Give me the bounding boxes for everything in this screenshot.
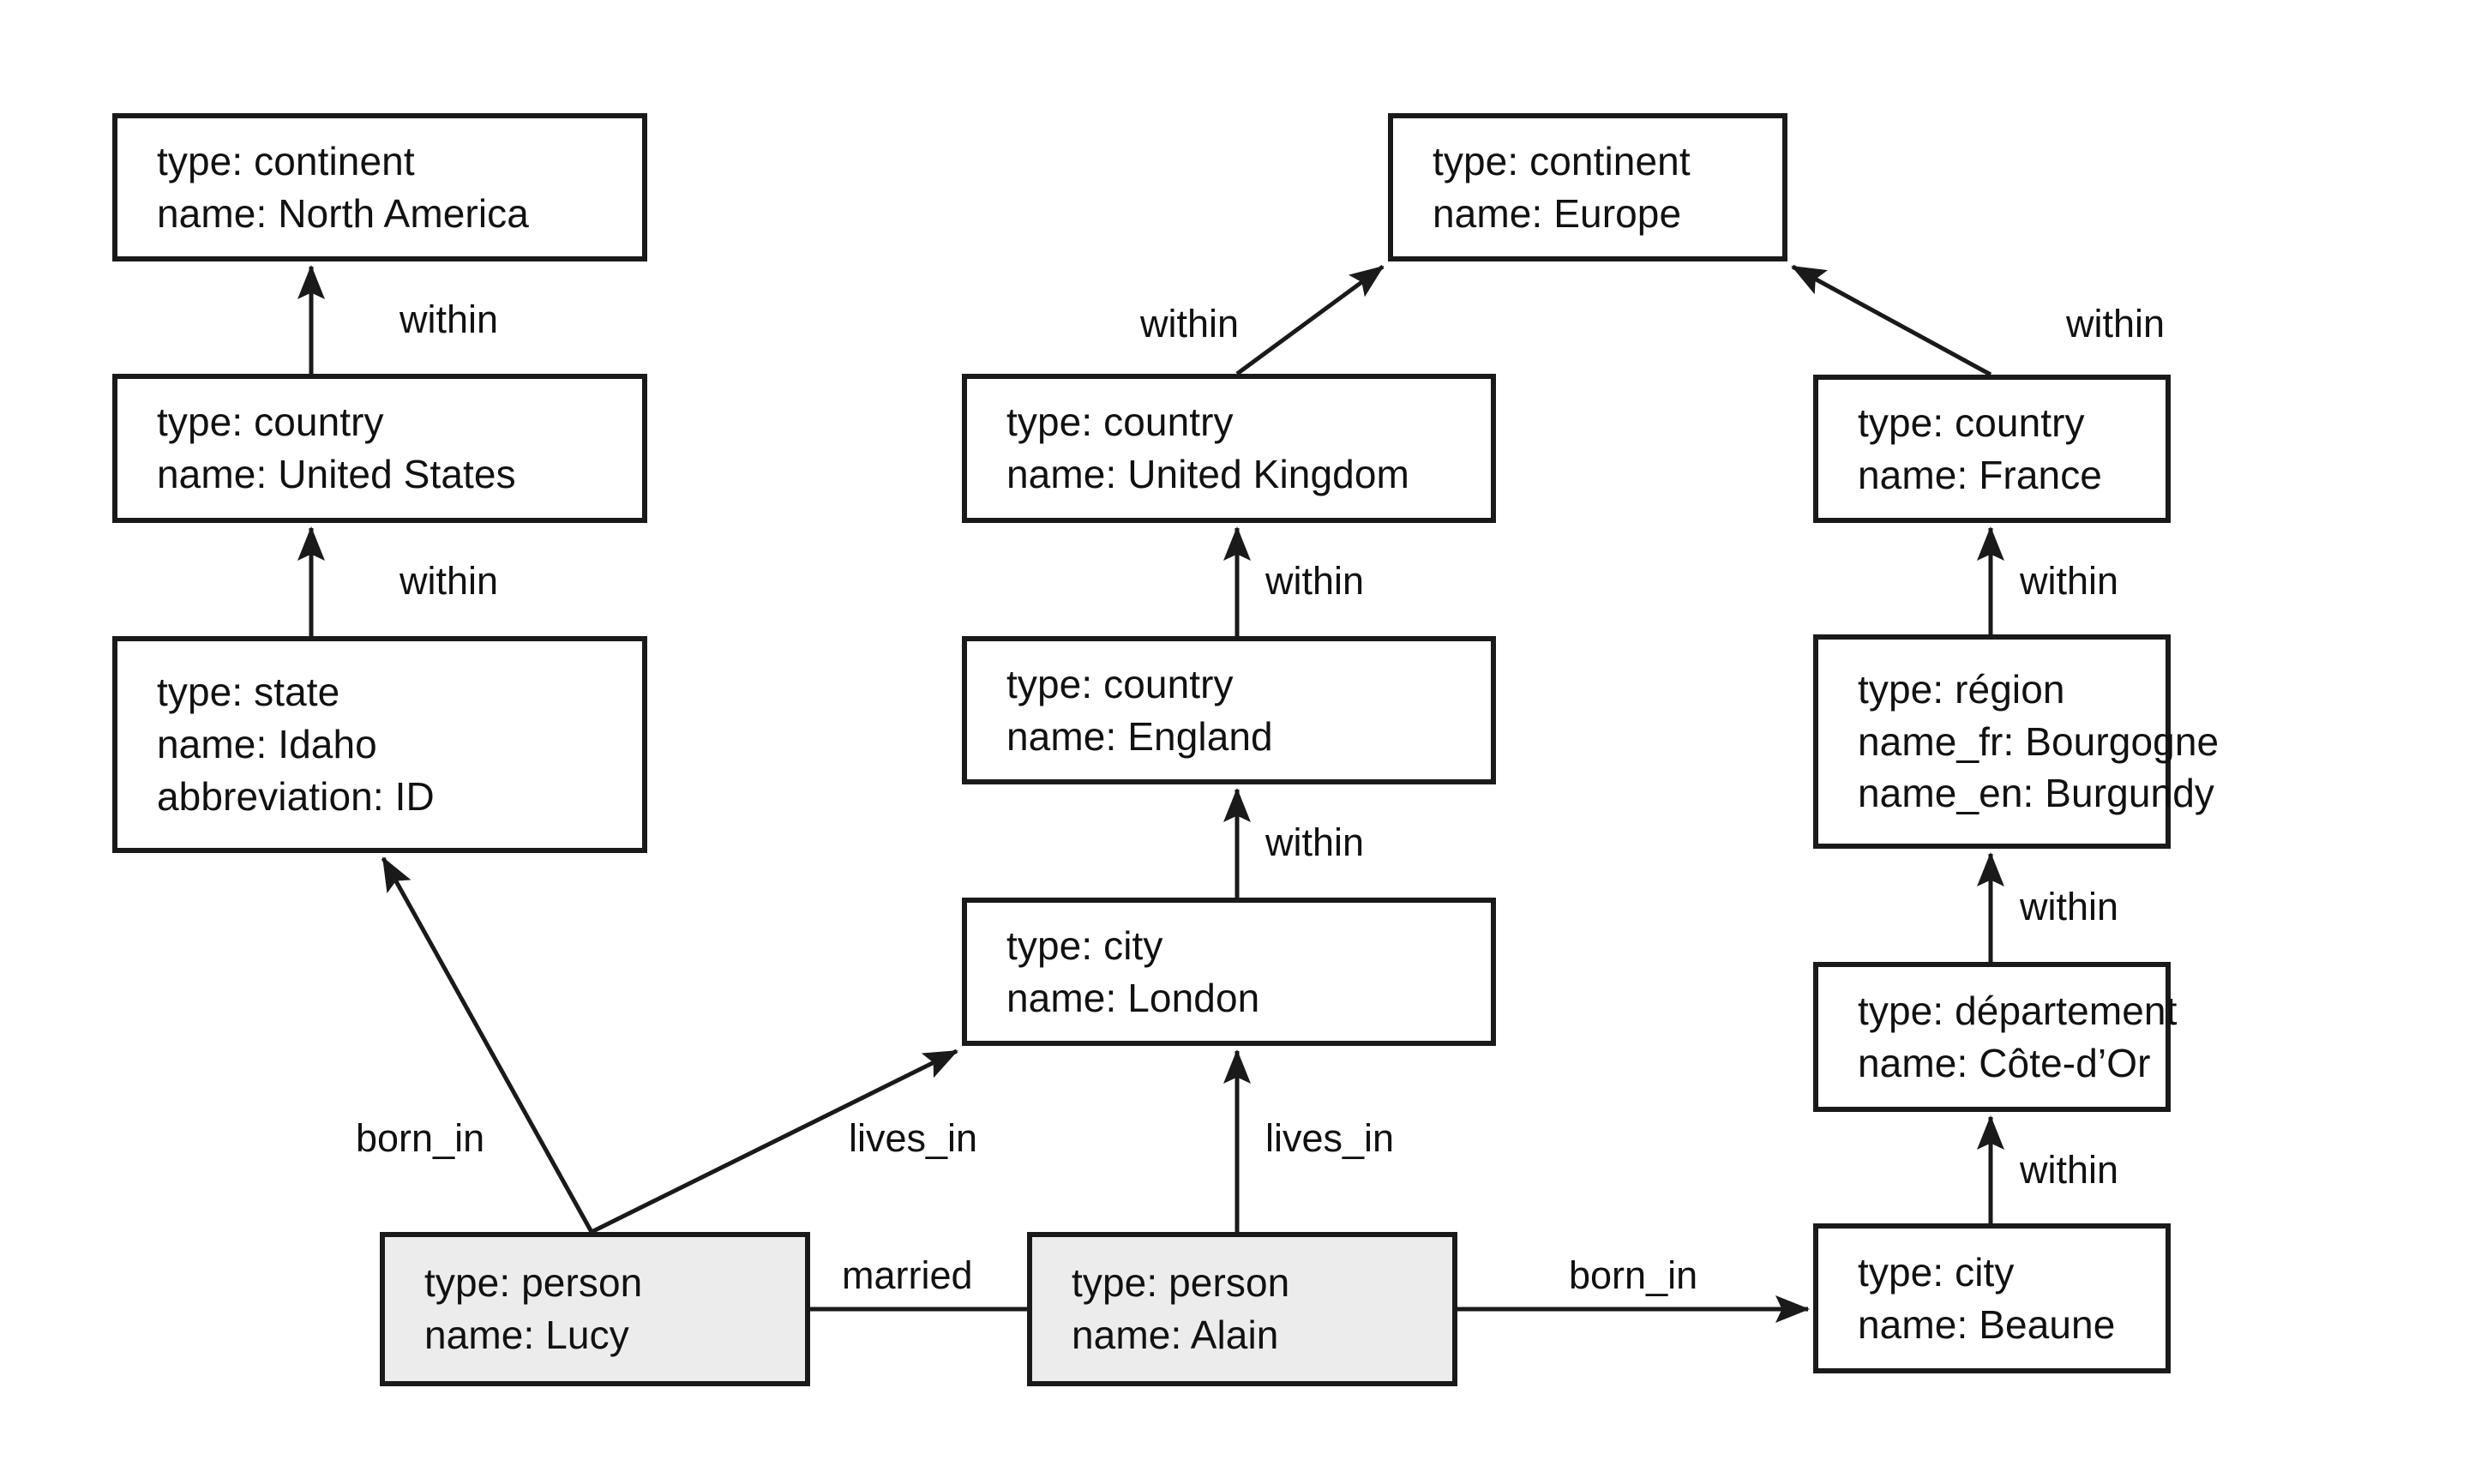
vertex-property: type: country	[1858, 400, 2085, 445]
edge-lucy-born-in-idaho	[381, 856, 594, 1234]
vertex-property: name: London	[1006, 975, 1260, 1020]
united-kingdom-vertex[interactable]: type: country name: United Kingdom	[962, 374, 1496, 523]
edge-label-lon-within-en: within	[1265, 820, 1365, 864]
edge-label-alain-lives-in-london: lives_in	[1265, 1116, 1395, 1160]
vertex-property: name: England	[1006, 713, 1273, 759]
vertex-property: name: Idaho	[157, 722, 377, 767]
idaho-vertex[interactable]: type: state name: Idaho abbreviation: ID	[112, 636, 647, 853]
vertex-property: type: state	[157, 670, 340, 715]
vertex-property: name: France	[1858, 452, 2102, 497]
vertex-property: type: continent	[157, 138, 415, 183]
edge-label-en-within-uk: within	[1265, 559, 1365, 603]
edge-label-lucy-lives-in-london: lives_in	[849, 1116, 978, 1160]
vertex-property: abbreviation: ID	[157, 773, 435, 819]
vertex-property: name_fr: Bourgogne	[1858, 718, 2220, 764]
vertex-property: type: country	[1006, 661, 1234, 706]
vertex-property: type: city	[1006, 922, 1163, 968]
edge-label-alain-born-in-beaune: born_in	[1569, 1253, 1698, 1297]
vertex-property: name: Europe	[1433, 190, 1682, 236]
london-vertex[interactable]: type: city name: London	[962, 898, 1496, 1046]
north-america-vertex[interactable]: type: continent name: North America	[112, 113, 647, 261]
edge-label-beaune-within-cd: within	[2020, 1148, 2119, 1192]
vertex-property: type: person	[1072, 1260, 1290, 1306]
vertex-property: type: city	[1858, 1249, 2015, 1295]
vertex-property: name_en: Burgundy	[1858, 771, 2214, 816]
edge-label-lucy-married-alain: married	[842, 1253, 973, 1297]
cote-dor-departement-vertex[interactable]: type: département name: Côte-d’Or	[1813, 962, 2178, 1112]
vertex-property: type: country	[157, 400, 384, 445]
edge-label-us-within-na: within	[399, 297, 499, 341]
france-vertex[interactable]: type: country name: France	[1813, 375, 2171, 523]
vertex-property: type: country	[1006, 400, 1234, 445]
vertex-property: name: Alain	[1072, 1313, 1279, 1357]
edge-fr-within-eu	[1791, 264, 1992, 377]
europe-vertex[interactable]: type: continent name: Europe	[1388, 113, 1787, 261]
vertex-property: name: United Kingdom	[1006, 452, 1409, 496]
edge-label-bourgogne-within-fr: within	[2020, 559, 2119, 603]
lucy-person-vertex[interactable]: type: person name: Lucy	[380, 1232, 810, 1386]
vertex-property: name: North America	[157, 190, 529, 236]
beaune-vertex[interactable]: type: city name: Beaune	[1813, 1223, 2171, 1373]
vertex-property: type: département	[1858, 988, 2178, 1033]
united-states-vertex[interactable]: type: country name: United States	[112, 374, 647, 523]
vertex-property: type: person	[424, 1260, 643, 1306]
england-vertex[interactable]: type: country name: England	[962, 636, 1496, 784]
edge-label-id-within-us: within	[399, 559, 499, 603]
vertex-property: type: région	[1858, 666, 2065, 712]
vertex-property: name: Lucy	[424, 1313, 629, 1357]
edge-uk-within-eu	[1235, 264, 1385, 376]
edge-label-lucy-born-in-idaho: born_in	[356, 1116, 485, 1160]
vertex-property: name: Côte-d’Or	[1858, 1040, 2151, 1085]
edge-label-cotedor-within-bg: within	[2020, 885, 2119, 928]
edge-label-fr-within-eu: within	[2066, 302, 2166, 345]
alain-person-vertex[interactable]: type: person name: Alain	[1027, 1232, 1457, 1386]
vertex-property: name: United States	[157, 452, 516, 496]
vertex-property: name: Beaune	[1858, 1301, 2116, 1347]
bourgogne-region-vertex[interactable]: type: région name_fr: Bourgogne name_en: B…	[1813, 634, 2220, 849]
vertex-property: type: continent	[1433, 138, 1691, 183]
edge-label-uk-within-eu: within	[1140, 302, 1240, 345]
